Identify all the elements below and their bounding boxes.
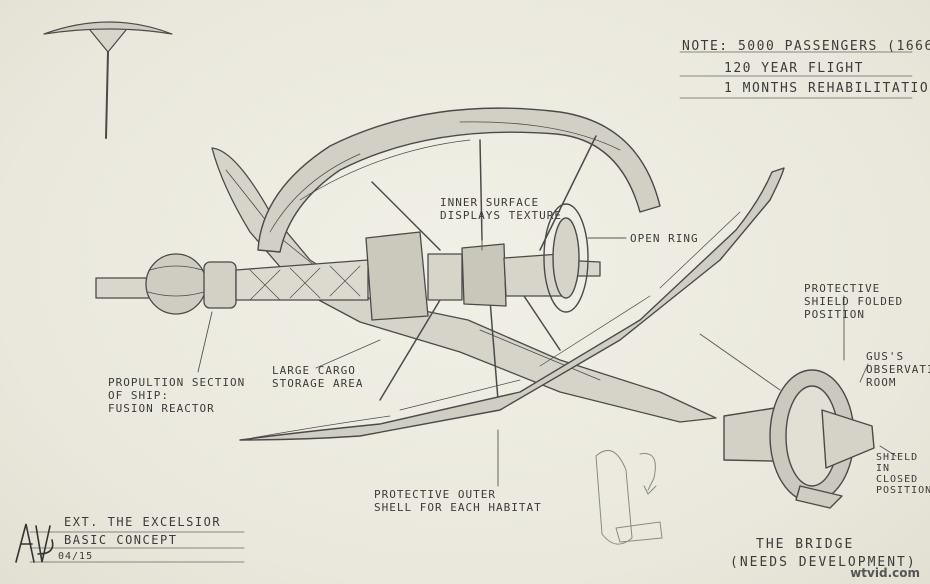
title-block-line1: EXT. THE EXCELSIOR [64,515,222,529]
callout-leaders [197,219,897,487]
bridge-subtitle: (NEEDS DEVELOPMENT) [730,555,917,570]
title-block-date: 04/15 [58,551,94,562]
note-underlines [29,51,913,563]
callout-observation-room: GUS'S OBSERVATION ROOM [866,350,930,389]
callout-shield-folded: PROTECTIVE SHIELD FOLDED POSITION [804,282,904,321]
central-spine [95,231,601,321]
front-habitat-shell [239,167,785,441]
callout-propulsion: PROPULTION SECTION OF SHIP: FUSION REACT… [108,376,246,415]
callout-outer-shell: PROTECTIVE OUTER SHELL FOR EACH HABITAT [374,488,542,514]
bridge-rotation-thumbnail [595,449,663,545]
support-struts [371,135,597,401]
ship-front-view-thumbnail [43,21,173,139]
bridge-detail [723,369,875,509]
open-ring [543,203,589,313]
callout-cargo: LARGE CARGO STORAGE AREA [272,364,364,390]
callout-open-ring: OPEN RING [630,232,699,245]
note-passengers: NOTE: 5000 PASSENGERS (1666 X3) [682,39,930,54]
note-flight-duration: 120 YEAR FLIGHT [724,61,864,76]
note-rehabilitation: 1 MONTHS REHABILITATION [724,81,930,96]
callout-shield-closed: SHIELD IN CLOSED POSITION [876,452,930,496]
title-block-line2: BASIC CONCEPT [64,533,178,547]
callout-inner-surface: INNER SURFACE DISPLAYS TEXTURE [440,196,562,222]
bridge-title: THE BRIDGE [756,537,855,552]
watermark: wtvid.com [850,566,920,580]
upper-habitat-ring [257,107,661,253]
artist-signature [15,523,54,563]
